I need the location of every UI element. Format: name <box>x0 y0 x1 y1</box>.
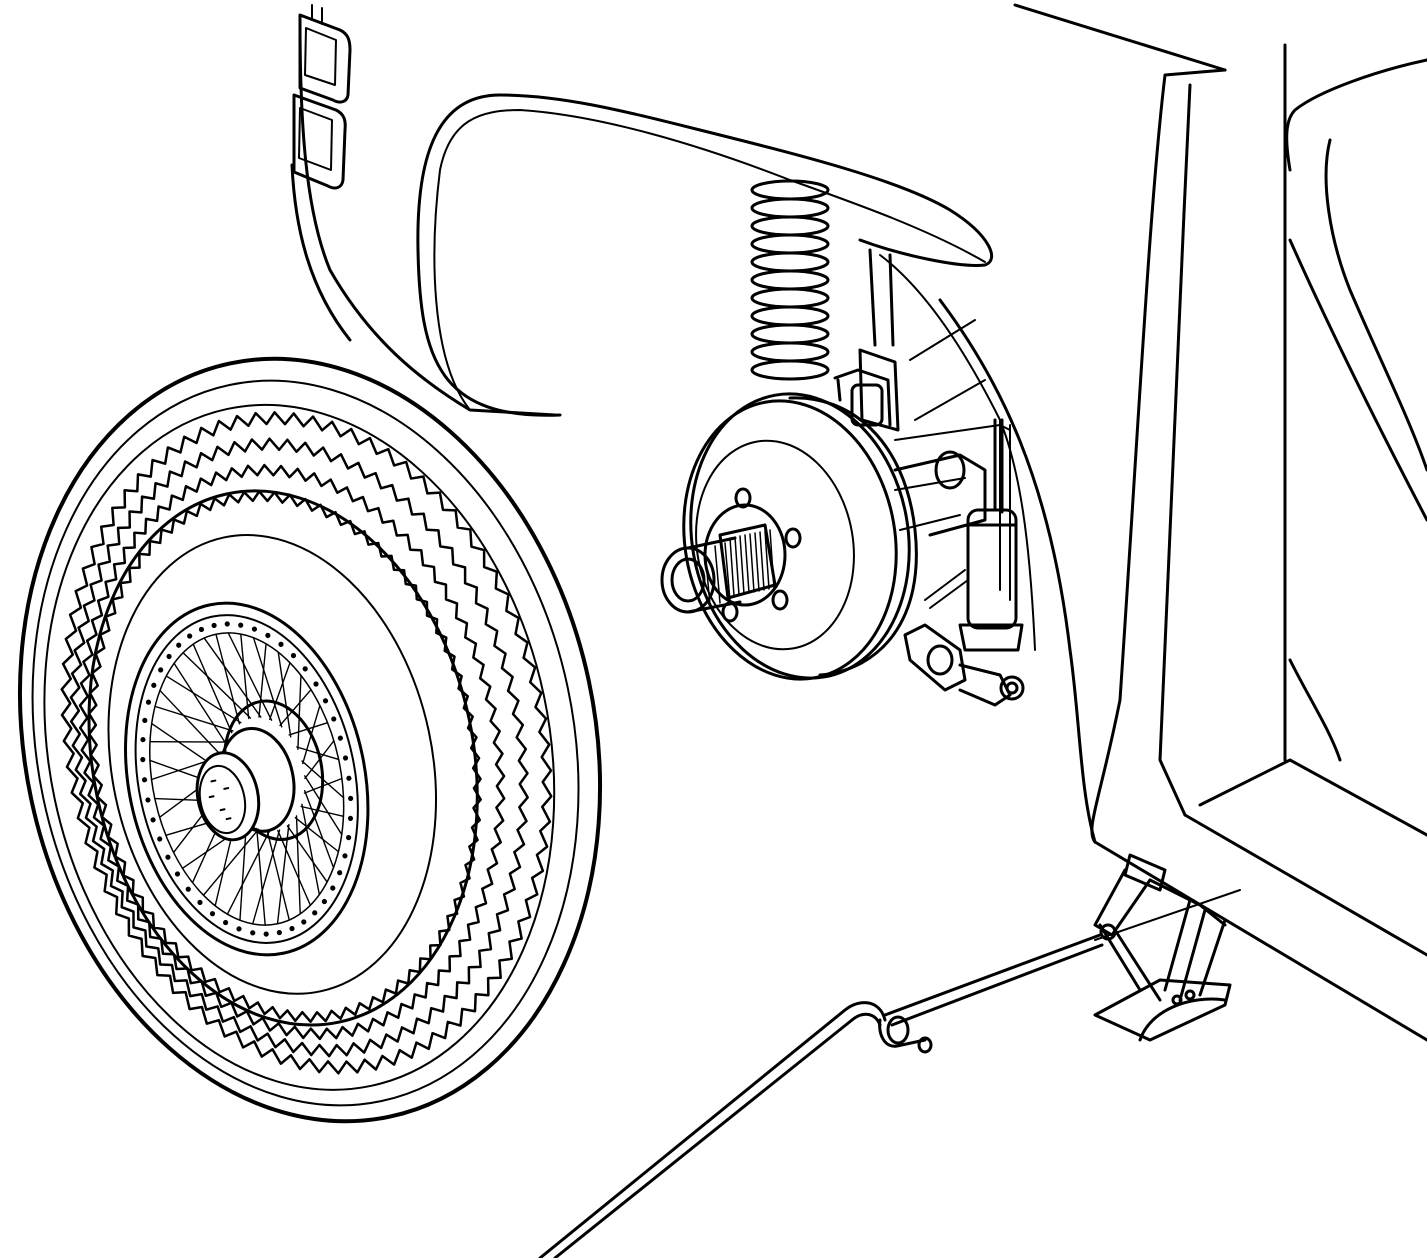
spline-groove <box>760 532 764 590</box>
spoke-nipple <box>342 853 348 859</box>
splined-hub <box>662 525 775 612</box>
spoke-nipple <box>157 836 163 842</box>
spring-coil <box>752 343 828 361</box>
wire-spoke <box>295 810 338 859</box>
spring-coil <box>752 325 828 343</box>
scissor-jack <box>1095 855 1240 1040</box>
spoke-nipple <box>337 735 343 741</box>
spare-wheel <box>0 304 669 1176</box>
jack-handle <box>540 935 1102 1258</box>
car-body <box>292 5 1427 1040</box>
spoke-nipple <box>176 642 182 648</box>
spoke-nipple <box>342 755 348 761</box>
wheel-stud <box>786 529 800 547</box>
wire-spoke <box>274 690 317 726</box>
spoke-nipple <box>337 870 343 876</box>
spline-groove <box>750 534 754 592</box>
spoke-nipple <box>302 666 308 672</box>
wire-spoke <box>204 630 261 725</box>
spline-groove <box>755 533 759 591</box>
coil-spring <box>752 181 828 379</box>
spoke-nipple <box>198 626 204 632</box>
shock-absorber <box>960 420 1022 650</box>
wire-spoke <box>245 828 277 925</box>
spoke-nipple <box>347 815 353 821</box>
spoke-nipple <box>142 717 148 723</box>
spoke-nipple <box>145 797 151 803</box>
spoke-nipple <box>278 641 284 647</box>
spline-groove <box>735 537 739 595</box>
spoke-nipple <box>211 622 217 628</box>
wire-spoke <box>259 663 301 720</box>
spoke-nipple <box>289 925 295 931</box>
spoke-nipple <box>209 911 215 917</box>
spline-groove <box>740 536 744 594</box>
spoke-nipple <box>197 899 203 905</box>
spring-coil <box>752 307 828 325</box>
spoke-nipple <box>174 871 180 877</box>
spoke-nipple <box>330 885 336 891</box>
wire-spoke <box>301 798 343 824</box>
indicator-lamp <box>294 5 350 188</box>
wire-spoke <box>254 636 282 729</box>
spoke-nipple <box>141 777 147 783</box>
spoke-nipple <box>145 699 151 705</box>
spring-coil <box>752 271 828 289</box>
spoke-nipple <box>158 667 164 673</box>
spoke-nipple <box>238 622 244 628</box>
spoke-nipple <box>321 898 327 904</box>
spoke-nipple <box>322 698 328 704</box>
spoke-nipple <box>223 919 229 925</box>
spline-groove <box>745 535 749 593</box>
spoke-nipple <box>301 919 307 925</box>
spoke-nipple <box>265 632 271 638</box>
spoke-nipple <box>166 653 172 659</box>
spring-coil <box>752 199 828 217</box>
spoke-nipple <box>346 775 352 781</box>
spoke-nipple <box>187 633 193 639</box>
spoke-nipple <box>313 681 319 687</box>
spring-coil <box>752 289 828 307</box>
spoke-nipple <box>151 682 157 688</box>
spoke-nipple <box>251 626 257 632</box>
spoke-nipple <box>276 929 282 935</box>
spoke-nipple <box>263 931 269 937</box>
wheel-stud <box>773 591 787 609</box>
spline-groove <box>730 538 734 596</box>
spoke-nipple <box>165 854 171 860</box>
spring-coil <box>752 253 828 271</box>
spoke-nipple <box>348 795 354 801</box>
wire-spoke <box>235 830 298 924</box>
spoke-nipple <box>150 817 156 823</box>
spoke-nipple <box>224 621 230 627</box>
spoke-nipple <box>331 716 337 722</box>
spoke-nipple <box>140 757 146 763</box>
spoke-nipple <box>250 930 256 936</box>
spring-coil <box>752 217 828 235</box>
spoke-nipple <box>346 835 352 841</box>
spoke-nipple <box>185 886 191 892</box>
spoke-nipple <box>236 926 242 932</box>
brake-drum <box>662 376 985 696</box>
spoke-nipple <box>140 737 146 743</box>
spring-coil <box>752 235 828 253</box>
spoke-nipple <box>312 910 318 916</box>
suspension-bracket <box>835 320 1010 600</box>
spoke-nipple <box>290 653 296 659</box>
spring-coil <box>752 361 828 379</box>
